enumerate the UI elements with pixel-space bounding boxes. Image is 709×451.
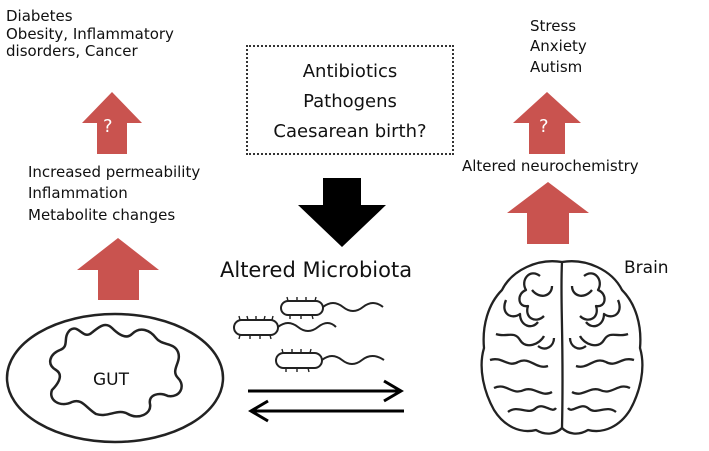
- gut-outcome-cancer: disorders, Cancer: [6, 42, 138, 61]
- brain-label: Brain: [624, 258, 669, 278]
- factor-pathogens: Pathogens: [303, 91, 397, 112]
- up-arrow-icon: [507, 182, 589, 244]
- brain-outcome-autism: Autism: [530, 57, 583, 76]
- gut-effect-permeability: Increased permeability: [28, 163, 201, 181]
- question-mark-brain: ?: [539, 116, 549, 137]
- up-arrow-icon: [77, 238, 159, 300]
- down-arrow-icon: [298, 178, 386, 247]
- gut-effects-list: Increased permeability Inflammation Meta…: [28, 162, 200, 226]
- factor-caesarean: Caesarean birth?: [273, 121, 427, 142]
- bacteria-icon: [233, 296, 385, 373]
- up-arrow-icon: [513, 92, 581, 154]
- gut-icon: [5, 312, 225, 444]
- gut-outcome-obesity: Obesity, Inflammatory: [6, 24, 174, 43]
- brain-effect: Altered neurochemistry: [462, 157, 639, 175]
- factors-box: Antibiotics Pathogens Caesarean birth?: [246, 45, 454, 155]
- gut-label: GUT: [93, 370, 130, 390]
- bidirectional-arrows-icon: [248, 379, 404, 423]
- gut-outcomes-list: Diabetes Obesity, Inflammatory disorders…: [6, 7, 174, 61]
- gut-effect-inflammation: Inflammation: [28, 184, 128, 203]
- gut-outcome-diabetes: Diabetes: [6, 7, 73, 25]
- gut-effect-metabolite: Metabolite changes: [28, 205, 176, 224]
- brain-outcome-stress: Stress: [530, 17, 577, 35]
- factor-antibiotics: Antibiotics: [302, 61, 398, 82]
- brain-outcomes-list: Stress Anxiety Autism: [530, 16, 587, 77]
- brain-icon: [480, 260, 644, 435]
- brain-outcome-anxiety: Anxiety: [530, 37, 587, 56]
- question-mark-gut: ?: [103, 116, 113, 137]
- center-label: Altered Microbiota: [220, 258, 413, 282]
- up-arrow-icon: [82, 92, 142, 154]
